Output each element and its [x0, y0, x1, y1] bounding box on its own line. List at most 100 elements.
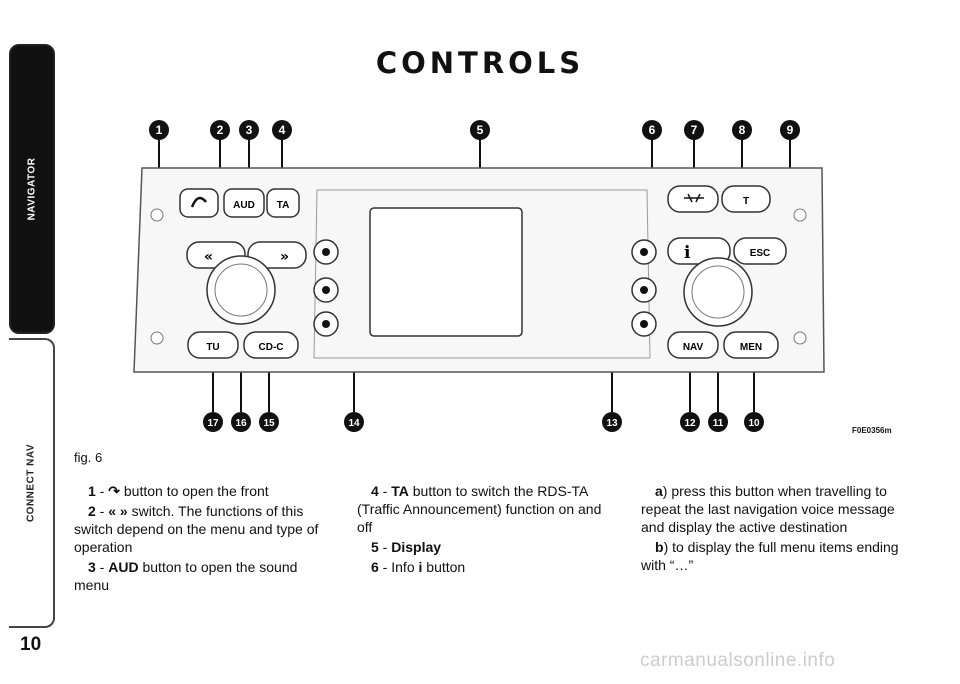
callout-11-label: 11: [713, 418, 724, 429]
callout-12-label: 12: [684, 418, 696, 429]
callout-1-label: 1: [156, 123, 163, 137]
callout-5: [470, 120, 490, 140]
callout-13-label: 13: [606, 418, 618, 429]
t-label: T: [743, 196, 749, 207]
item-6-label: i: [418, 559, 423, 575]
item-2-text: switch. The functions of this switch dep…: [74, 503, 319, 555]
cd-c-button[interactable]: [243, 331, 299, 359]
item-b-letter: b: [655, 539, 664, 555]
callout-14-label: 14: [348, 418, 360, 429]
callout-6: [642, 120, 662, 140]
callout-15: [259, 412, 279, 432]
front-open-button[interactable]: [179, 188, 219, 218]
item-1-number: 1: [88, 483, 96, 499]
men-label: MEN: [740, 342, 762, 353]
item-3-number: 3: [88, 559, 96, 575]
callout-5-label: 5: [477, 123, 484, 137]
callout-7: [684, 120, 704, 140]
nav-button[interactable]: [667, 331, 719, 359]
callout-12: [680, 412, 700, 432]
callout-3-label: 3: [246, 123, 253, 137]
aud-button[interactable]: [223, 188, 265, 218]
item-6-number: 6: [371, 559, 379, 575]
tu-button[interactable]: [187, 331, 239, 359]
item-2: 2 - « » switch. The functions of this sw…: [74, 503, 319, 555]
item-1: 1 - ↷ button to open the front: [88, 483, 269, 499]
ta-button[interactable]: [266, 188, 300, 218]
item-2-number: 2: [88, 503, 96, 519]
menu-knob[interactable]: [683, 257, 753, 327]
item-b-text: ) to display the full menu items ending …: [641, 539, 899, 573]
item-3: 3 - AUD button to open the sound menu: [74, 559, 298, 593]
item-4-label: TA: [391, 483, 409, 499]
item-3-text: button to open the sound menu: [74, 559, 298, 593]
callout-10-label: 10: [748, 418, 760, 429]
callout-9: [780, 120, 800, 140]
callout-4-label: 4: [279, 123, 286, 137]
ta-label: TA: [277, 200, 290, 211]
figure-code: F0E0356m: [852, 426, 892, 435]
esc-label: ESC: [750, 248, 771, 259]
callout-4: [272, 120, 292, 140]
item-a-text: ) press this button when travelling to r…: [641, 483, 895, 535]
item-5: 5 - Display: [371, 539, 442, 555]
callout-11: [708, 412, 728, 432]
display-screen: [369, 207, 523, 337]
sidebar-tab-connect-nav: CONNECT NAV: [9, 338, 55, 628]
volume-knob[interactable]: [206, 255, 276, 325]
item-5-number: 5: [371, 539, 379, 555]
sidebar-label-connect-nav: CONNECT NAV: [25, 443, 37, 523]
callout-2: [210, 120, 230, 140]
esc-button[interactable]: [733, 237, 787, 265]
callout-6-label: 6: [649, 123, 656, 137]
callout-9-label: 9: [787, 123, 794, 137]
item-a-letter: a: [655, 483, 663, 499]
t-button[interactable]: [721, 185, 771, 213]
cd-c-label: CD-C: [259, 342, 284, 353]
item-6-pre: Info: [391, 559, 415, 575]
voice-repeat-button[interactable]: [667, 185, 719, 213]
column-3: a) press this button when travelling to …: [641, 482, 899, 576]
item-6-text: button: [426, 559, 466, 575]
callout-1: [149, 120, 169, 140]
callout-16-label: 16: [235, 418, 247, 429]
column-1: 1 - ↷ button to open the front 2 - « » s…: [74, 482, 324, 596]
sidebar-tab-navigator: NAVIGATOR: [9, 44, 55, 334]
seek-arrows-icon: « »: [108, 503, 128, 519]
item-5-label: Display: [391, 539, 442, 555]
callout-7-label: 7: [691, 123, 698, 137]
nav-label: NAV: [683, 342, 704, 353]
callout-3: [239, 120, 259, 140]
item-4-number: 4: [371, 483, 379, 499]
seek-forward-icon: »: [280, 249, 289, 265]
eject-arrow-icon: [190, 196, 207, 208]
callout-15-label: 15: [263, 418, 275, 429]
callout-8-label: 8: [739, 123, 746, 137]
page-number: 10: [20, 634, 42, 655]
callout-17-label: 17: [207, 418, 219, 429]
item-3-label: AUD: [108, 559, 139, 575]
callout-8: [732, 120, 752, 140]
column-2: 4 - TA button to switch the RDS-TA (Traf…: [357, 482, 613, 578]
seek-forward-button[interactable]: [247, 241, 307, 269]
item-b: b) to display the full menu items ending…: [641, 538, 899, 574]
callout-2-label: 2: [217, 123, 224, 137]
control-panel-diagram: AUD TA « » TU CD-C T i ESC NAV MEN 1: [133, 120, 825, 432]
men-button[interactable]: [723, 331, 779, 359]
sidebar-label-navigator: NAVIGATOR: [26, 157, 38, 221]
tu-label: TU: [206, 342, 219, 353]
item-a: a) press this button when travelling to …: [641, 482, 899, 536]
watermark: carmanualsonline.info: [640, 650, 836, 671]
info-icon: i: [684, 243, 691, 263]
seek-back-icon: «: [204, 249, 213, 265]
aud-label: AUD: [233, 200, 255, 211]
voice-icon: [684, 193, 704, 203]
callout-10: [744, 412, 764, 432]
callout-13: [602, 412, 622, 432]
item-1-text: button to open the front: [123, 483, 269, 499]
eject-arrow-icon: ↷: [108, 483, 120, 499]
callout-16: [231, 412, 251, 432]
item-4: 4 - TA button to switch the RDS-TA (Traf…: [357, 483, 602, 535]
callout-14: [344, 412, 364, 432]
item-4-text: button to switch the RDS-TA (Traffic Ann…: [357, 483, 602, 535]
